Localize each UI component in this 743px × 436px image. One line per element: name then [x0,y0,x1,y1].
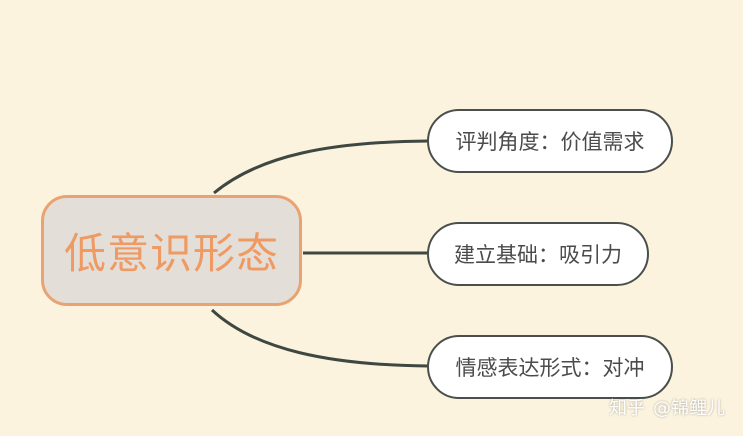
connector-branch-3 [210,308,429,368]
branch-label: 建立基础：吸引力 [454,243,622,267]
root-label: 低意识形态 [63,229,279,278]
watermark-site: 知乎 [609,398,645,419]
branch-node-evaluation-angle[interactable]: 评判角度：价值需求 [427,109,673,173]
branch-node-foundation[interactable]: 建立基础：吸引力 [427,222,649,286]
branch-node-emotional-expression[interactable]: 情感表达形式：对冲 [427,335,673,399]
branch-label: 评判角度：价值需求 [455,130,645,154]
root-node[interactable]: 低意识形态 [41,195,302,306]
connector-branch-1 [213,139,429,195]
watermark-author: @锦鲤儿 [653,398,725,419]
branch-label: 情感表达形式：对冲 [455,356,645,380]
watermark: 知乎 @锦鲤儿 [609,394,725,420]
